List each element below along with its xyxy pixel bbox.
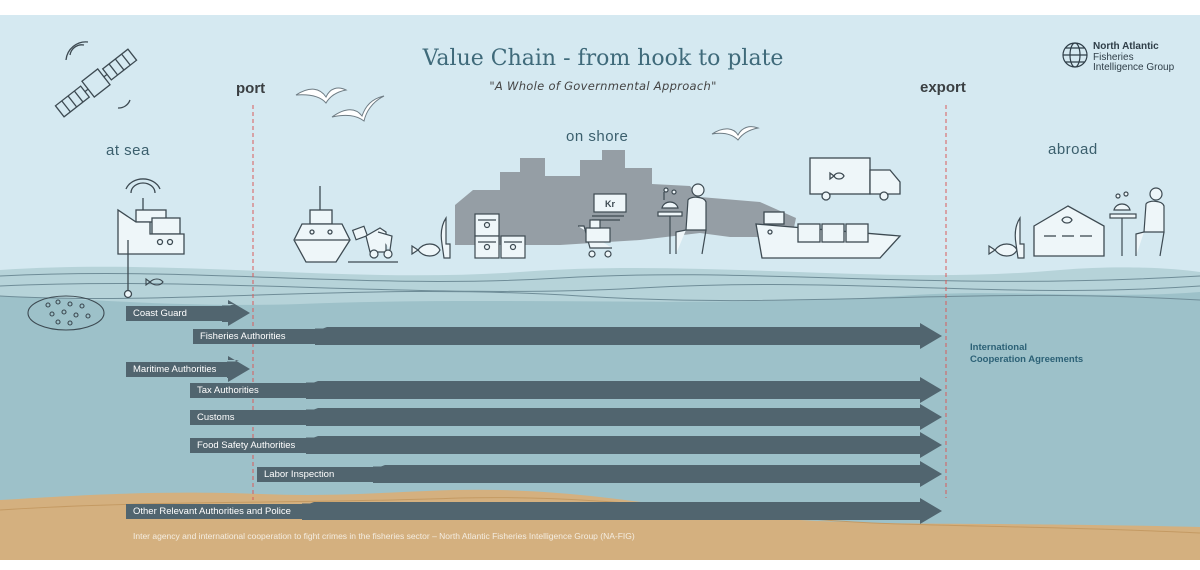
international-cooperation-note: International Cooperation Agreements — [970, 342, 1120, 366]
truck-icon — [809, 157, 901, 201]
logo-line-3: Intelligence Group — [1093, 62, 1175, 73]
marker-port: port — [236, 80, 266, 97]
arrow-label: Other Relevant Authorities and Police — [126, 503, 306, 519]
footer-caption: Inter agency and international cooperati… — [133, 531, 635, 541]
arrow-other-relevant-authorities-and-police — [302, 498, 942, 524]
logo-line-1: North Atlantic — [1093, 41, 1159, 52]
arrow-label: Coast Guard — [126, 305, 226, 321]
page-title: Value Chain - from hook to plate — [422, 46, 784, 71]
fish-school-icon — [27, 295, 105, 331]
page-subtitle: "A Whole of Governmental Approach" — [489, 79, 717, 93]
shop-sign: Kr — [605, 199, 615, 209]
arrow-tax-authorities — [306, 377, 942, 403]
warehouse-icon — [1033, 205, 1105, 257]
arrow-maritime-authorities — [227, 356, 250, 382]
arrow-label: Maritime Authorities — [126, 361, 231, 377]
logo-line-2: Fisheries — [1093, 51, 1134, 63]
arrow-label: Customs — [190, 409, 310, 425]
cargo-ship-icon — [755, 211, 902, 259]
diner-icon — [657, 183, 707, 255]
arrow-labor-inspection — [373, 461, 942, 487]
arrow-food-safety-authorities — [306, 432, 942, 458]
arrow-label: Tax Authorities — [190, 382, 310, 398]
cart-icon — [578, 193, 627, 258]
fish-icon — [988, 216, 1025, 259]
authority-arrows — [222, 300, 942, 524]
satellite-icon — [54, 41, 138, 118]
wave-lines — [0, 273, 1200, 302]
logo-text: North Atlantic Fisheries Intelligence Gr… — [1093, 41, 1193, 74]
globe-icon — [1062, 42, 1088, 68]
zone-at-sea: at sea — [106, 142, 150, 159]
diner-icon — [1109, 187, 1165, 257]
fish-icon — [411, 216, 451, 259]
arrow-label: Food Safety Authorities — [190, 437, 310, 453]
marker-export: export — [920, 79, 966, 96]
international-note-text: International Cooperation Agreements — [970, 342, 1084, 365]
forklift-icon — [348, 225, 398, 263]
zone-abroad: abroad — [1048, 141, 1098, 158]
arrow-fisheries-authorities — [315, 323, 942, 349]
fishing-boat-icon — [117, 178, 185, 299]
ship-icon — [293, 186, 351, 263]
zone-on-shore: on shore — [566, 128, 629, 145]
bird-icon — [295, 87, 760, 141]
arrow-coast-guard — [222, 300, 250, 326]
arrow-label: Labor Inspection — [257, 466, 377, 482]
arrow-label: Fisheries Authorities — [193, 328, 319, 344]
arrow-customs — [306, 404, 942, 430]
fish-icon — [145, 277, 164, 287]
crates-icon — [474, 213, 526, 259]
water-surface — [0, 266, 1200, 305]
